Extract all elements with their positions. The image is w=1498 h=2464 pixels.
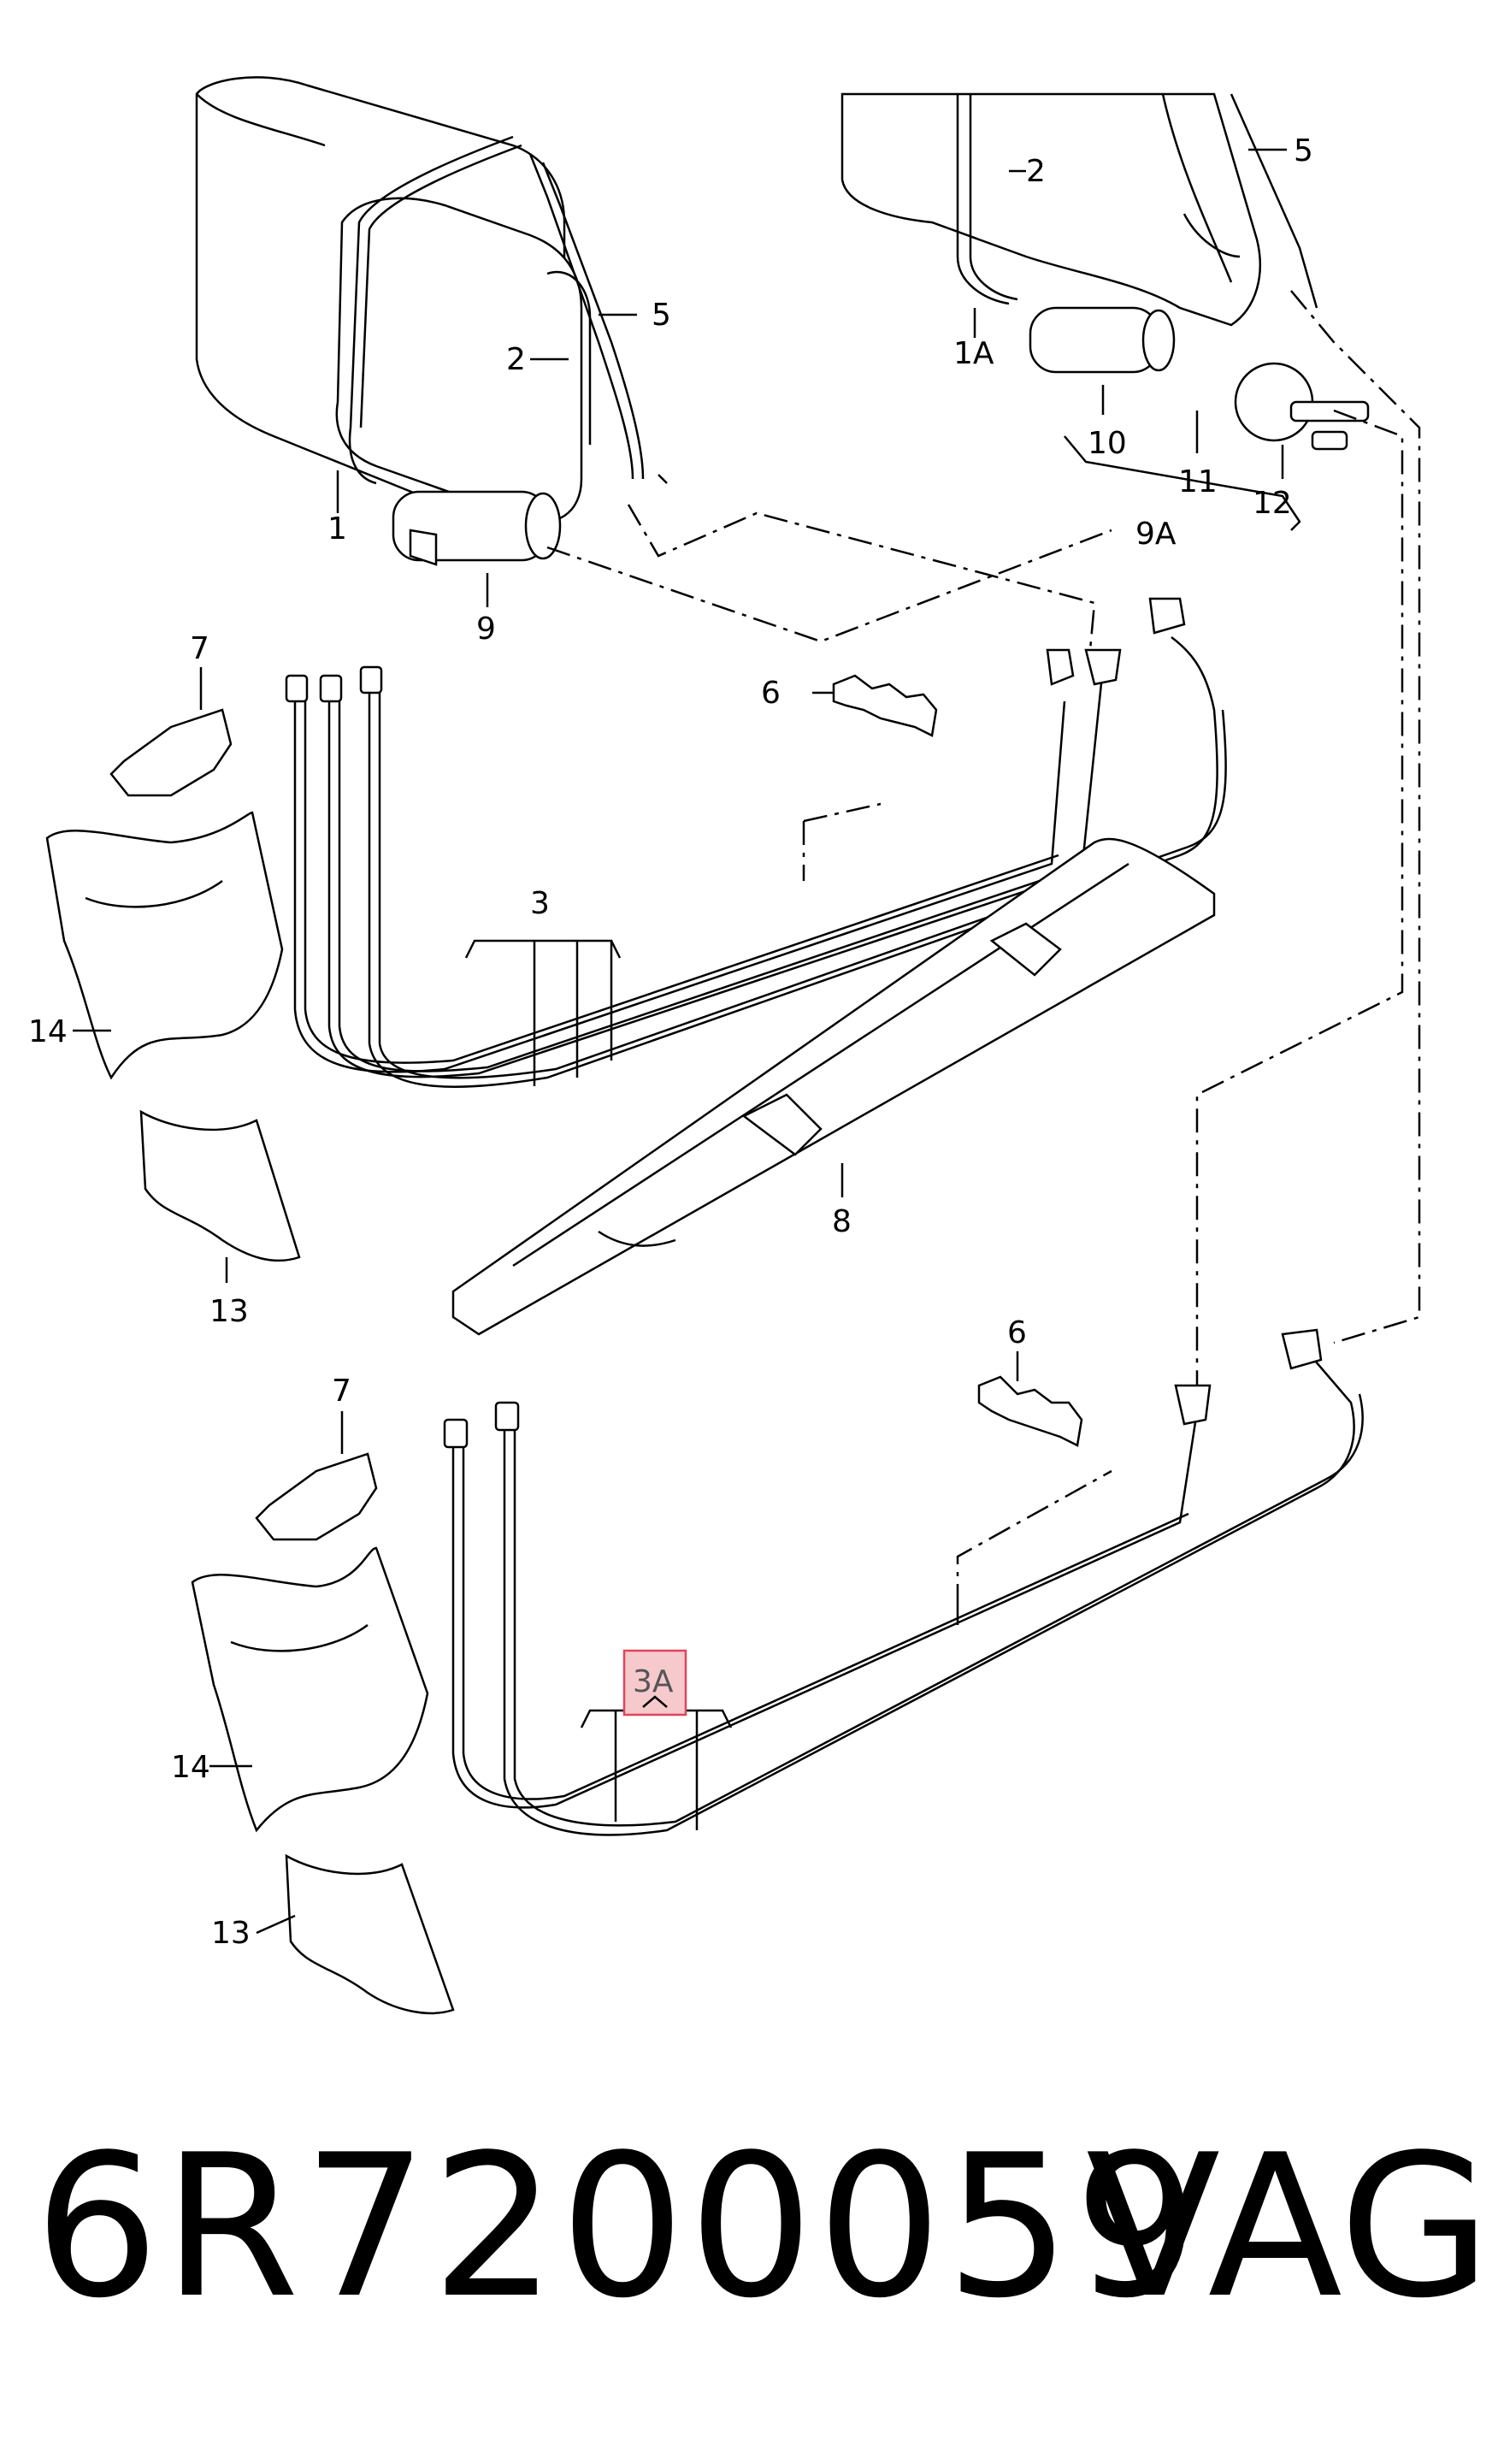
cover-13-upper [139, 1109, 301, 1262]
callout-5-left: 5 [652, 298, 671, 333]
callout-1a: 1A [953, 336, 994, 371]
fuel-pump-right [1029, 306, 1176, 374]
callout-8: 8 [832, 1204, 852, 1239]
callout-6-upper: 6 [761, 676, 781, 711]
clip-7-lower [255, 1452, 378, 1541]
shield-14-upper [45, 811, 284, 1080]
callout-9a: 9A [1135, 517, 1177, 552]
cover-13-lower [285, 1853, 455, 2015]
clip-upper [832, 674, 938, 737]
callout-13-lower: 13 [211, 1916, 251, 1951]
underbody-rail [451, 837, 1216, 1336]
hose-bundle-upper [285, 597, 1227, 1088]
callout-14-lower: 14 [171, 1750, 210, 1785]
fuel-tank-left [195, 76, 592, 532]
callout-3a: 3A [633, 1664, 674, 1699]
callout-6-lower: 6 [1007, 1315, 1027, 1350]
fuel-filter-right [1234, 362, 1370, 451]
callout-7-lower: 7 [332, 1374, 351, 1409]
callout-2-right: 2 [1026, 154, 1046, 189]
callout-5-right: 5 [1294, 133, 1313, 168]
part-number: 6R7200059 [34, 2113, 1203, 2342]
callout-7-upper: 7 [190, 631, 209, 666]
callout-11: 11 [1178, 464, 1218, 499]
fuel-lines-right-upper [956, 93, 1318, 309]
fuel-tank-right [840, 92, 1261, 327]
clip-7-upper [109, 708, 233, 797]
callout-1: 1 [327, 511, 347, 547]
clip-lower [977, 1375, 1083, 1447]
callout-12: 12 [1253, 486, 1292, 521]
fuel-lines-left-upper [348, 135, 645, 485]
callout-3a-highlight[interactable]: 3A [622, 1649, 687, 1717]
callout-labels: 1 1A 2 2 3 5 5 6 6 7 7 8 9 9A 10 11 12 1… [28, 133, 1313, 1951]
callout-3: 3 [530, 886, 550, 921]
highlight-box [622, 1649, 687, 1717]
shield-14-lower [191, 1546, 429, 1833]
callout-10: 10 [1088, 426, 1127, 461]
callout-2-left: 2 [506, 342, 526, 377]
callout-9: 9 [476, 612, 496, 647]
callout-14-upper: 14 [28, 1014, 68, 1049]
fuel-pump-left [392, 490, 562, 566]
brand-label: VAG [1086, 2113, 1492, 2342]
callout-13-upper: 13 [209, 1294, 249, 1329]
leader-lines [73, 148, 1301, 1935]
hose-bundle-lower [443, 1328, 1364, 1836]
